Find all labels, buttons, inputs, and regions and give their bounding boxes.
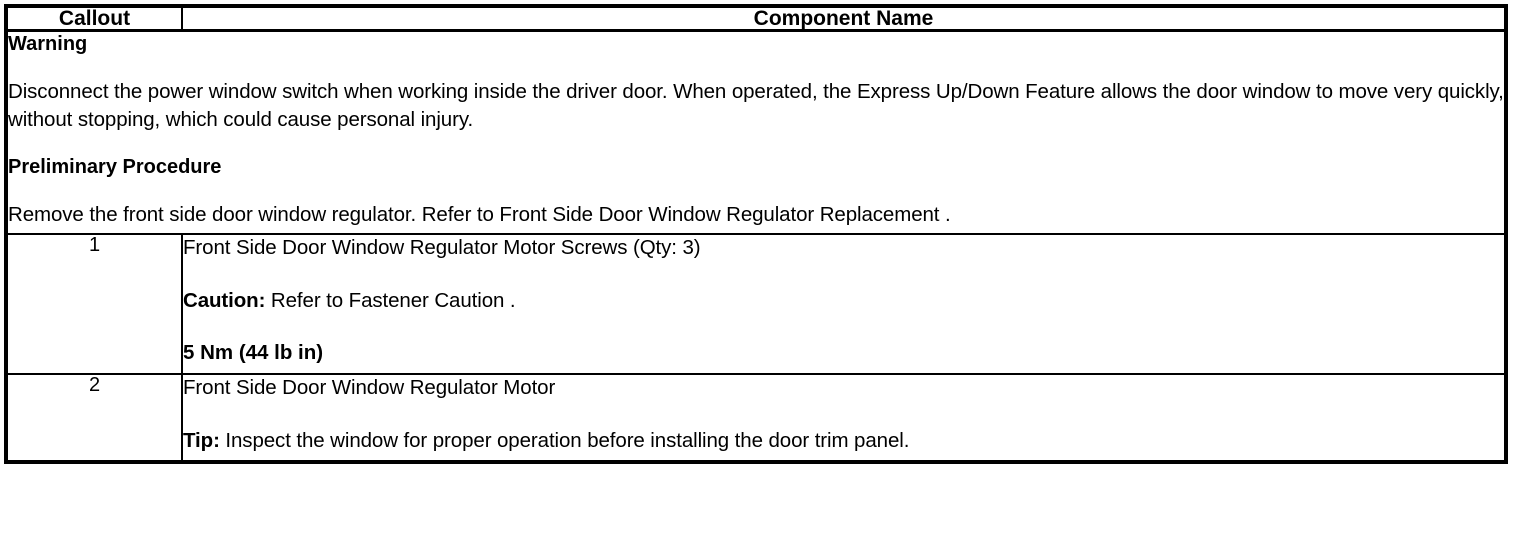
component-callout-table: Callout Component Name Warning Disconnec… (4, 4, 1508, 465)
torque-spec-1: 5 Nm (44 lb in) (183, 341, 324, 365)
callout-number-1: 1 (5, 233, 183, 375)
tip-text: Inspect the window for proper operation … (219, 428, 910, 452)
component-description-2: Front Side Door Window Regulator Motor T… (181, 372, 1507, 464)
column-header-component-name: Component Name (181, 5, 1507, 32)
component-name-1: Front Side Door Window Regulator Motor S… (183, 236, 701, 260)
preliminary-procedure-text: Remove the front side door window regula… (8, 203, 951, 227)
caution-note-1: Caution: Refer to Fastener Caution . (183, 288, 1504, 315)
table-row: 1 Front Side Door Window Regulator Motor… (5, 233, 1507, 375)
tip-note-2: Tip: Inspect the window for proper opera… (183, 428, 1504, 455)
column-header-callout: Callout (5, 5, 183, 32)
table-row: 2 Front Side Door Window Regulator Motor… (5, 372, 1507, 464)
caution-text: Refer to Fastener Caution . (265, 288, 516, 312)
callout-number-2: 2 (5, 372, 183, 464)
warning-text: Disconnect the power window switch when … (8, 80, 1504, 131)
table-header-row: Callout Component Name (5, 5, 1507, 32)
caution-label: Caution: (183, 288, 266, 312)
notice-cell: Warning Disconnect the power window swit… (5, 29, 1507, 236)
component-description-1: Front Side Door Window Regulator Motor S… (181, 233, 1507, 375)
component-name-2: Front Side Door Window Regulator Motor (183, 375, 556, 399)
notice-row: Warning Disconnect the power window swit… (5, 29, 1507, 236)
warning-heading: Warning (8, 33, 88, 55)
tip-label: Tip: (183, 428, 220, 452)
preliminary-procedure-heading: Preliminary Procedure (8, 156, 222, 179)
